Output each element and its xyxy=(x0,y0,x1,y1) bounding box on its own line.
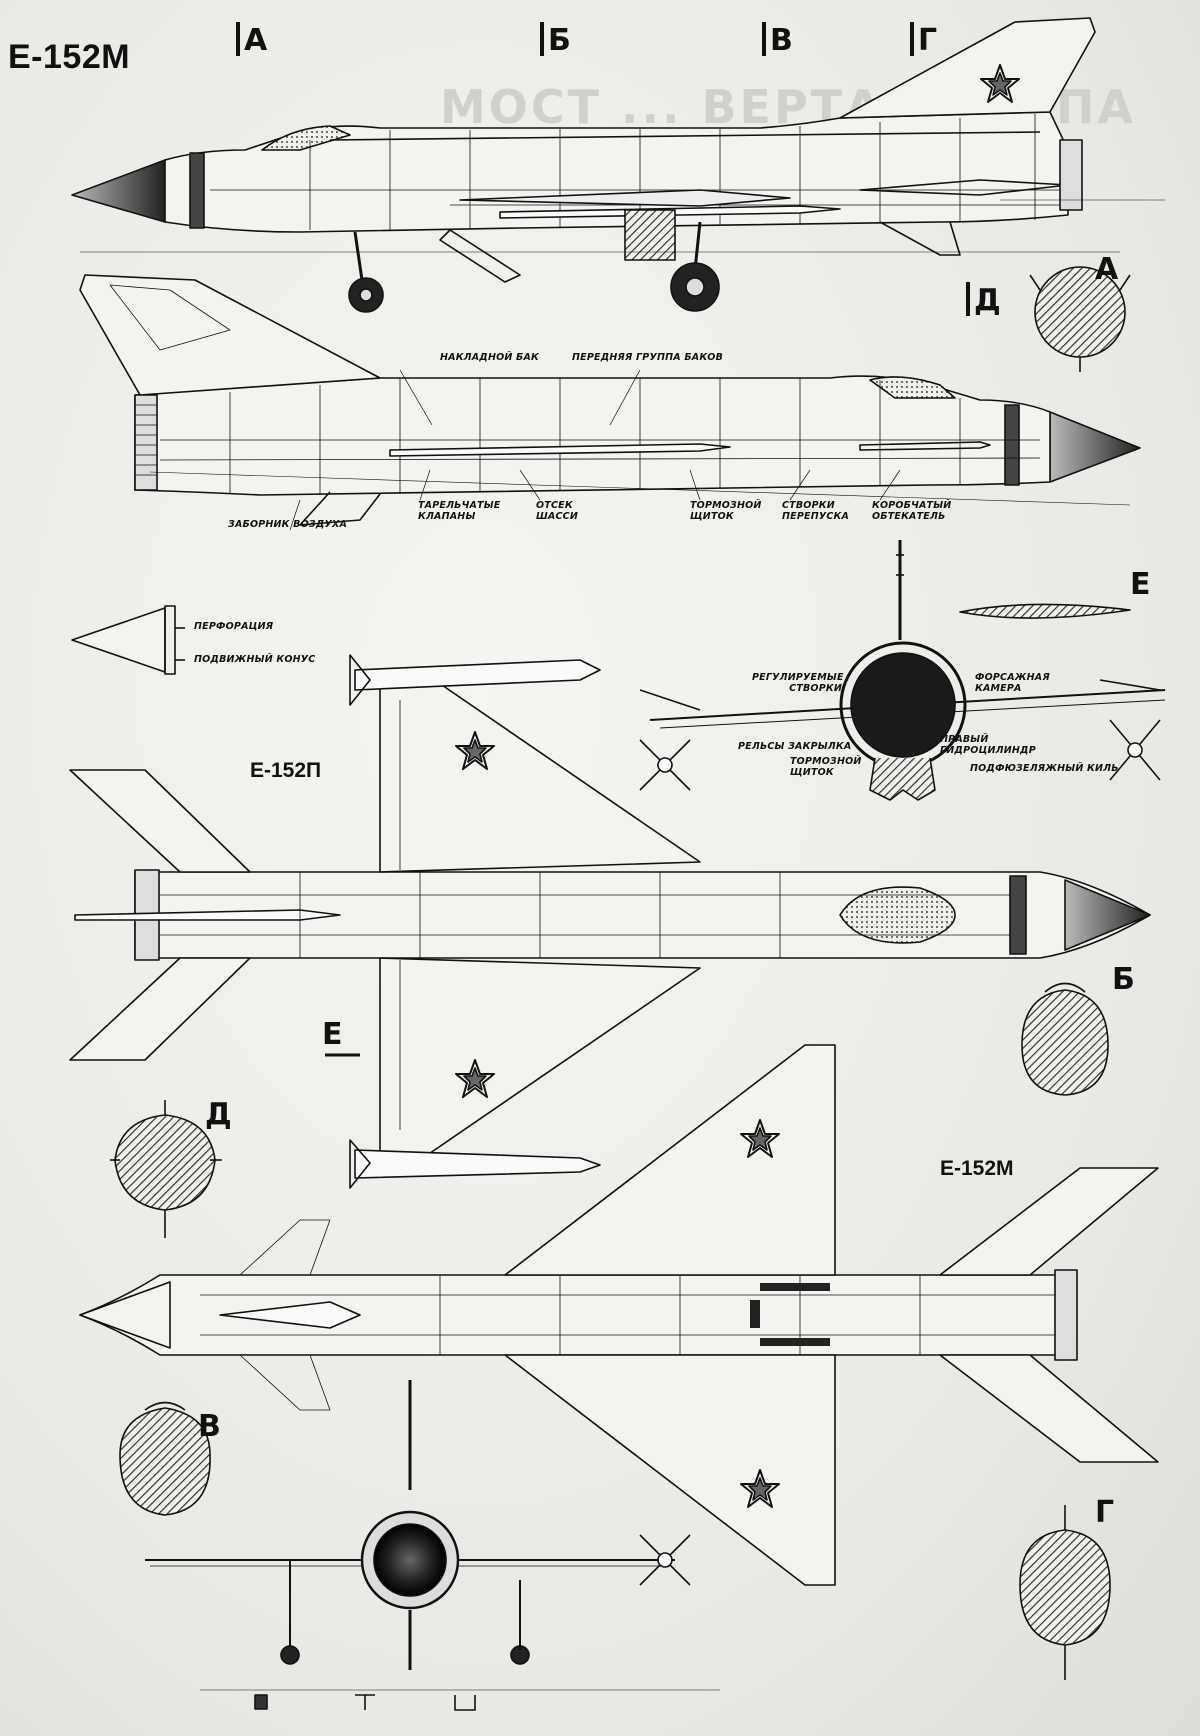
section-marker-a-label: А xyxy=(244,23,268,58)
callout-adjustable-flaps: РЕГУЛИРУЕМЫЕ СТВОРКИ xyxy=(752,672,844,694)
callout-ventral-fin: ПОДФЮЗЕЛЯЖНЫЙ КИЛЬ xyxy=(970,763,1119,774)
callout-bypass-doors: СТВОРКИ ПЕРЕПУСКА xyxy=(782,500,850,522)
section-marker-a: А xyxy=(236,22,267,56)
section-g-label: Г xyxy=(1095,1495,1115,1530)
side-view-lower xyxy=(79,274,1141,531)
bottom-view-e152m xyxy=(79,1044,1159,1586)
section-v-label: В xyxy=(198,1409,221,1444)
callout-poppet-valves: ТАРЕЛЬЧАТЫЕ КЛАПАНЫ xyxy=(418,500,501,522)
section-marker-v: В xyxy=(762,22,793,56)
section-marker-d-label: Д xyxy=(974,283,1001,318)
callout-movable-cone: ПОДВИЖНЫЙ КОНУС xyxy=(194,654,316,665)
model-label-top-view: Е-152П xyxy=(250,759,322,782)
rear-view xyxy=(639,540,1166,801)
section-a-label: А xyxy=(1095,252,1119,287)
model-label-bottom-view: Е-152М xyxy=(940,1157,1014,1180)
callout-air-intake: ЗАБОРНИК ВОЗДУХА xyxy=(228,519,348,530)
section-marker-b: Б xyxy=(540,22,571,56)
top-view-e152p xyxy=(69,654,1151,1189)
section-marker-g: Г xyxy=(910,22,937,56)
callout-airbrake-rear: ТОРМОЗНОЙ ЩИТОК xyxy=(790,756,862,778)
cut-mark-e: Е xyxy=(322,1017,343,1052)
callout-box-fairing: КОРОБЧАТЫЙ ОБТЕКАТЕЛЬ xyxy=(872,500,952,522)
drawing-title: Е-152М xyxy=(8,38,131,76)
section-d-label: Д xyxy=(205,1097,232,1132)
callout-front-tanks: ПЕРЕДНЯЯ ГРУППА БАКОВ xyxy=(572,352,724,363)
side-view-upper xyxy=(71,17,1165,313)
front-view xyxy=(145,1380,720,1711)
section-e-label: Е xyxy=(1130,567,1151,602)
callout-right-hydraulic: ПРАВЫЙ ГИДРОЦИЛИНДР xyxy=(940,734,1036,756)
callout-afterburner: ФОРСАЖНАЯ КАМЕРА xyxy=(975,672,1050,694)
section-marker-g-label: Г xyxy=(918,23,938,58)
section-marker-v-label: В xyxy=(770,23,793,58)
callout-overlay-tank: НАКЛАДНОЙ БАК xyxy=(440,352,540,363)
callout-gear-bay: ОТСЕК ШАССИ xyxy=(536,500,578,522)
section-v xyxy=(119,1401,211,1516)
callout-perforation: ПЕРФОРАЦИЯ xyxy=(194,621,274,632)
section-a xyxy=(1029,266,1131,372)
section-e-profile xyxy=(959,603,1131,619)
section-b-label: Б xyxy=(1112,962,1135,997)
section-marker-b-label: Б xyxy=(548,23,571,58)
inlet-cone-detail xyxy=(71,605,185,675)
section-d xyxy=(110,1100,222,1238)
callout-flap-rails: РЕЛЬСЫ ЗАКРЫЛКА xyxy=(738,741,852,752)
section-marker-d: Д xyxy=(966,282,1001,316)
callout-airbrake: ТОРМОЗНОЙ ЩИТОК xyxy=(690,500,762,522)
section-g xyxy=(1019,1505,1111,1680)
section-b xyxy=(1021,982,1109,1096)
